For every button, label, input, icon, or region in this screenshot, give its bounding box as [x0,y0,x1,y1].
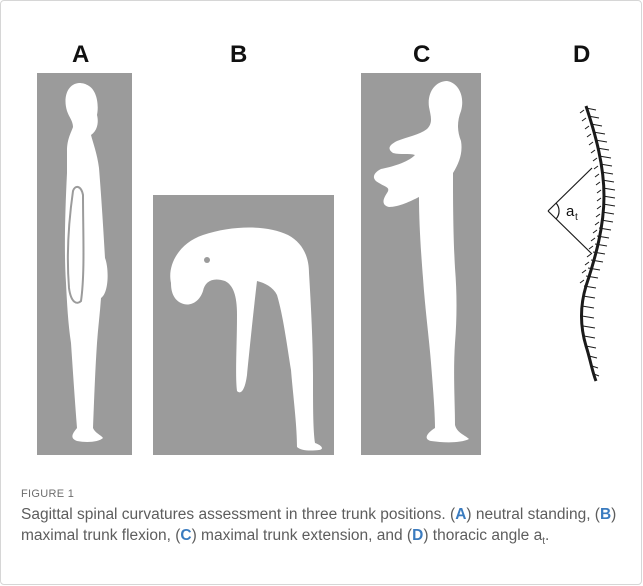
figure-caption: Sagittal spinal curvatures assessment in… [21,504,631,552]
figure-label: FIGURE 1 [21,488,74,500]
caption-intro: Sagittal spinal curvatures assessment in… [21,506,455,523]
panel-d-spine-diagram: a t [526,96,636,386]
panel-letter-c: C [413,41,430,69]
standing-figure-icon [37,73,132,455]
panel-letter-b: B [230,41,247,69]
caption-text-a: ) neutral standing, ( [466,506,600,523]
caption-ref-d[interactable]: D [412,527,423,544]
angle-label-subscript: t [575,212,578,223]
caption-ref-c[interactable]: C [180,527,191,544]
panel-letter-d: D [573,41,590,69]
caption-text-c: ) maximal trunk extension, and ( [192,527,413,544]
panel-a-silhouette [37,73,132,455]
panel-c-silhouette [361,73,481,455]
extension-figure-icon [361,73,481,455]
panel-letter-a: A [72,41,89,69]
caption-ref-a[interactable]: A [455,506,466,523]
flexion-figure-icon [153,195,334,455]
caption-ref-b[interactable]: B [600,506,611,523]
panel-b-silhouette [153,195,334,455]
angle-label: a [566,203,575,220]
caption-end: . [545,527,549,544]
caption-text-d: ) thoracic angle a [423,527,542,544]
spine-icon [580,106,615,381]
